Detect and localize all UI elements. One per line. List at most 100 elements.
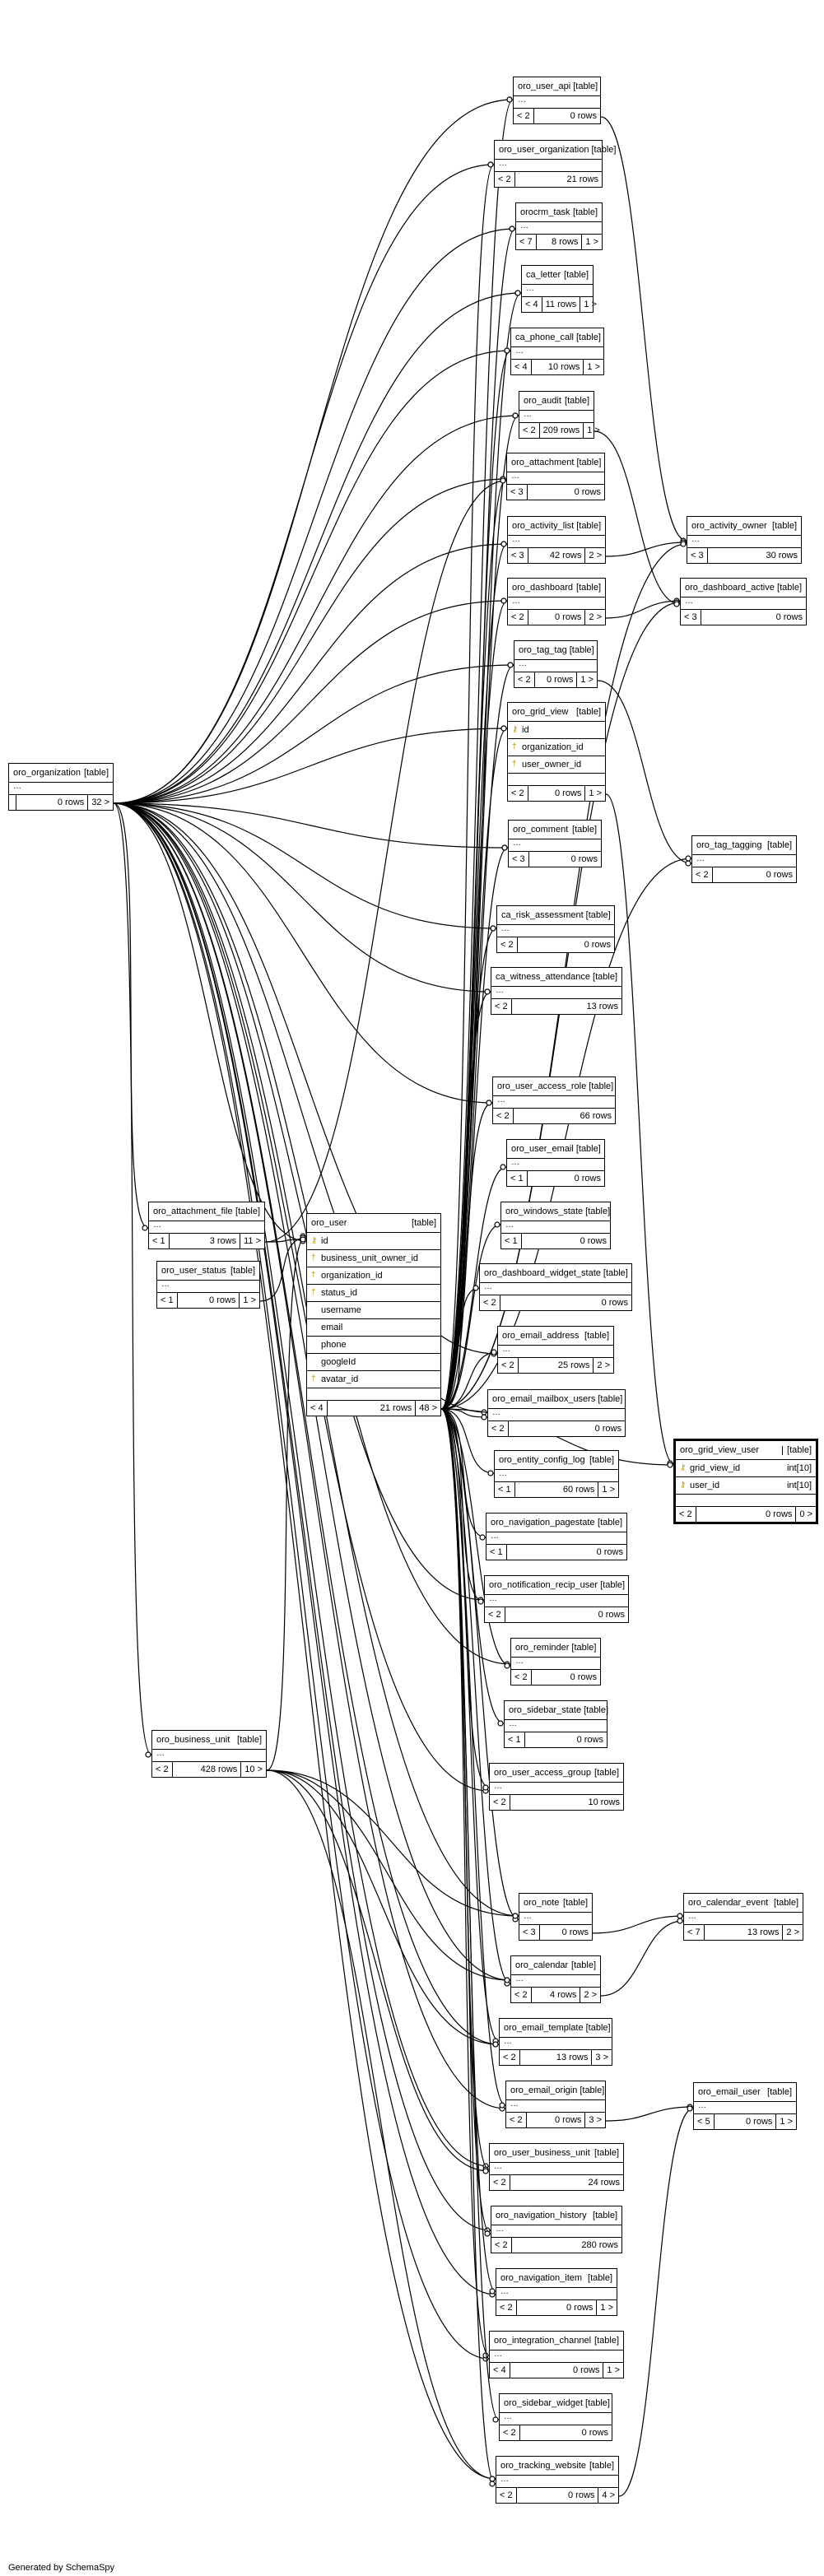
child-count[interactable]: 1 > <box>239 1293 259 1308</box>
column-row[interactable]: †organization_id <box>508 739 605 756</box>
child-count[interactable]: 10 > <box>240 1762 266 1777</box>
child-count[interactable]: 1 > <box>576 672 597 687</box>
child-count[interactable]: 1 > <box>580 297 600 312</box>
parent-count[interactable]: < 2 <box>514 109 534 123</box>
column-row[interactable]: †organization_id <box>307 1267 440 1285</box>
parent-count[interactable]: < 2 <box>500 2050 520 2065</box>
parent-count[interactable]: < 1 <box>486 1545 507 1560</box>
column-row[interactable]: ⚷id <box>508 722 605 739</box>
column-row[interactable]: ⚷id <box>307 1233 440 1250</box>
parent-count[interactable]: < 2 <box>488 1421 509 1436</box>
parent-count[interactable]: < 2 <box>491 999 512 1014</box>
parent-count[interactable]: < 2 <box>490 1795 510 1810</box>
parent-count[interactable]: < 1 <box>157 1293 178 1308</box>
parent-count[interactable]: < 3 <box>687 548 708 563</box>
parent-count[interactable]: < 2 <box>692 867 713 882</box>
parent-count[interactable]: < 4 <box>490 2363 510 2378</box>
child-count[interactable]: 2 > <box>584 548 605 563</box>
column-row[interactable]: †business_unit_owner_id <box>307 1250 440 1267</box>
column-row[interactable]: email <box>307 1319 440 1337</box>
parent-count[interactable]: < 2 <box>508 610 528 625</box>
parent-count[interactable]: < 7 <box>516 235 537 249</box>
child-count[interactable]: 1 > <box>603 2363 623 2378</box>
column-row[interactable]: username <box>307 1302 440 1319</box>
parent-count[interactable] <box>9 795 16 810</box>
column-row[interactable]: †avatar_id <box>307 1371 440 1388</box>
child-count[interactable]: 2 > <box>782 1925 803 1940</box>
child-count[interactable]: 3 > <box>584 2113 605 2127</box>
parent-count[interactable]: < 3 <box>519 1925 540 1940</box>
column-row[interactable]: †status_id <box>307 1285 440 1302</box>
column-row[interactable]: †user_owner_id <box>508 756 605 774</box>
child-count[interactable]: 1 > <box>775 2114 796 2129</box>
child-count[interactable]: 32 > <box>87 795 113 810</box>
parent-count[interactable]: < 2 <box>500 2425 520 2440</box>
child-count[interactable]: 1 > <box>583 360 603 374</box>
parent-count[interactable]: < 4 <box>511 360 532 374</box>
parent-count[interactable]: < 2 <box>497 937 518 952</box>
parent-count[interactable]: < 3 <box>507 485 528 500</box>
parent-count[interactable]: < 2 <box>519 423 540 438</box>
parent-count[interactable]: < 2 <box>506 2113 527 2127</box>
child-count[interactable]: 2 > <box>580 1988 600 2002</box>
parent-count[interactable]: < 2 <box>491 2238 512 2253</box>
child-count[interactable]: 1 > <box>581 235 602 249</box>
table-oro-user[interactable]: oro_user[table]⚷id†business_unit_owner_i… <box>306 1213 441 1416</box>
parent-count[interactable]: < 3 <box>681 610 701 625</box>
child-count[interactable]: 11 > <box>240 1234 264 1248</box>
child-count[interactable]: 1 > <box>596 2300 617 2315</box>
child-count[interactable]: 2 > <box>584 610 605 625</box>
parent-count[interactable]: < 4 <box>307 1401 328 1416</box>
child-count[interactable]: 0 > <box>795 1507 816 1522</box>
parent-count[interactable]: < 3 <box>509 852 529 867</box>
child-count[interactable]: 3 > <box>591 2050 612 2065</box>
parent-count[interactable]: < 2 <box>511 1988 532 2002</box>
parent-count[interactable]: < 2 <box>490 2175 510 2190</box>
parent-count[interactable]: < 2 <box>485 1607 505 1622</box>
child-count[interactable]: 1 > <box>583 423 603 438</box>
parent-count[interactable]: < 2 <box>496 2300 517 2315</box>
child-count[interactable]: 48 > <box>415 1401 440 1416</box>
parent-count[interactable]: < 1 <box>505 1732 525 1747</box>
parent-count[interactable]: < 4 <box>522 297 542 312</box>
parent-count[interactable]: < 1 <box>507 1171 528 1186</box>
